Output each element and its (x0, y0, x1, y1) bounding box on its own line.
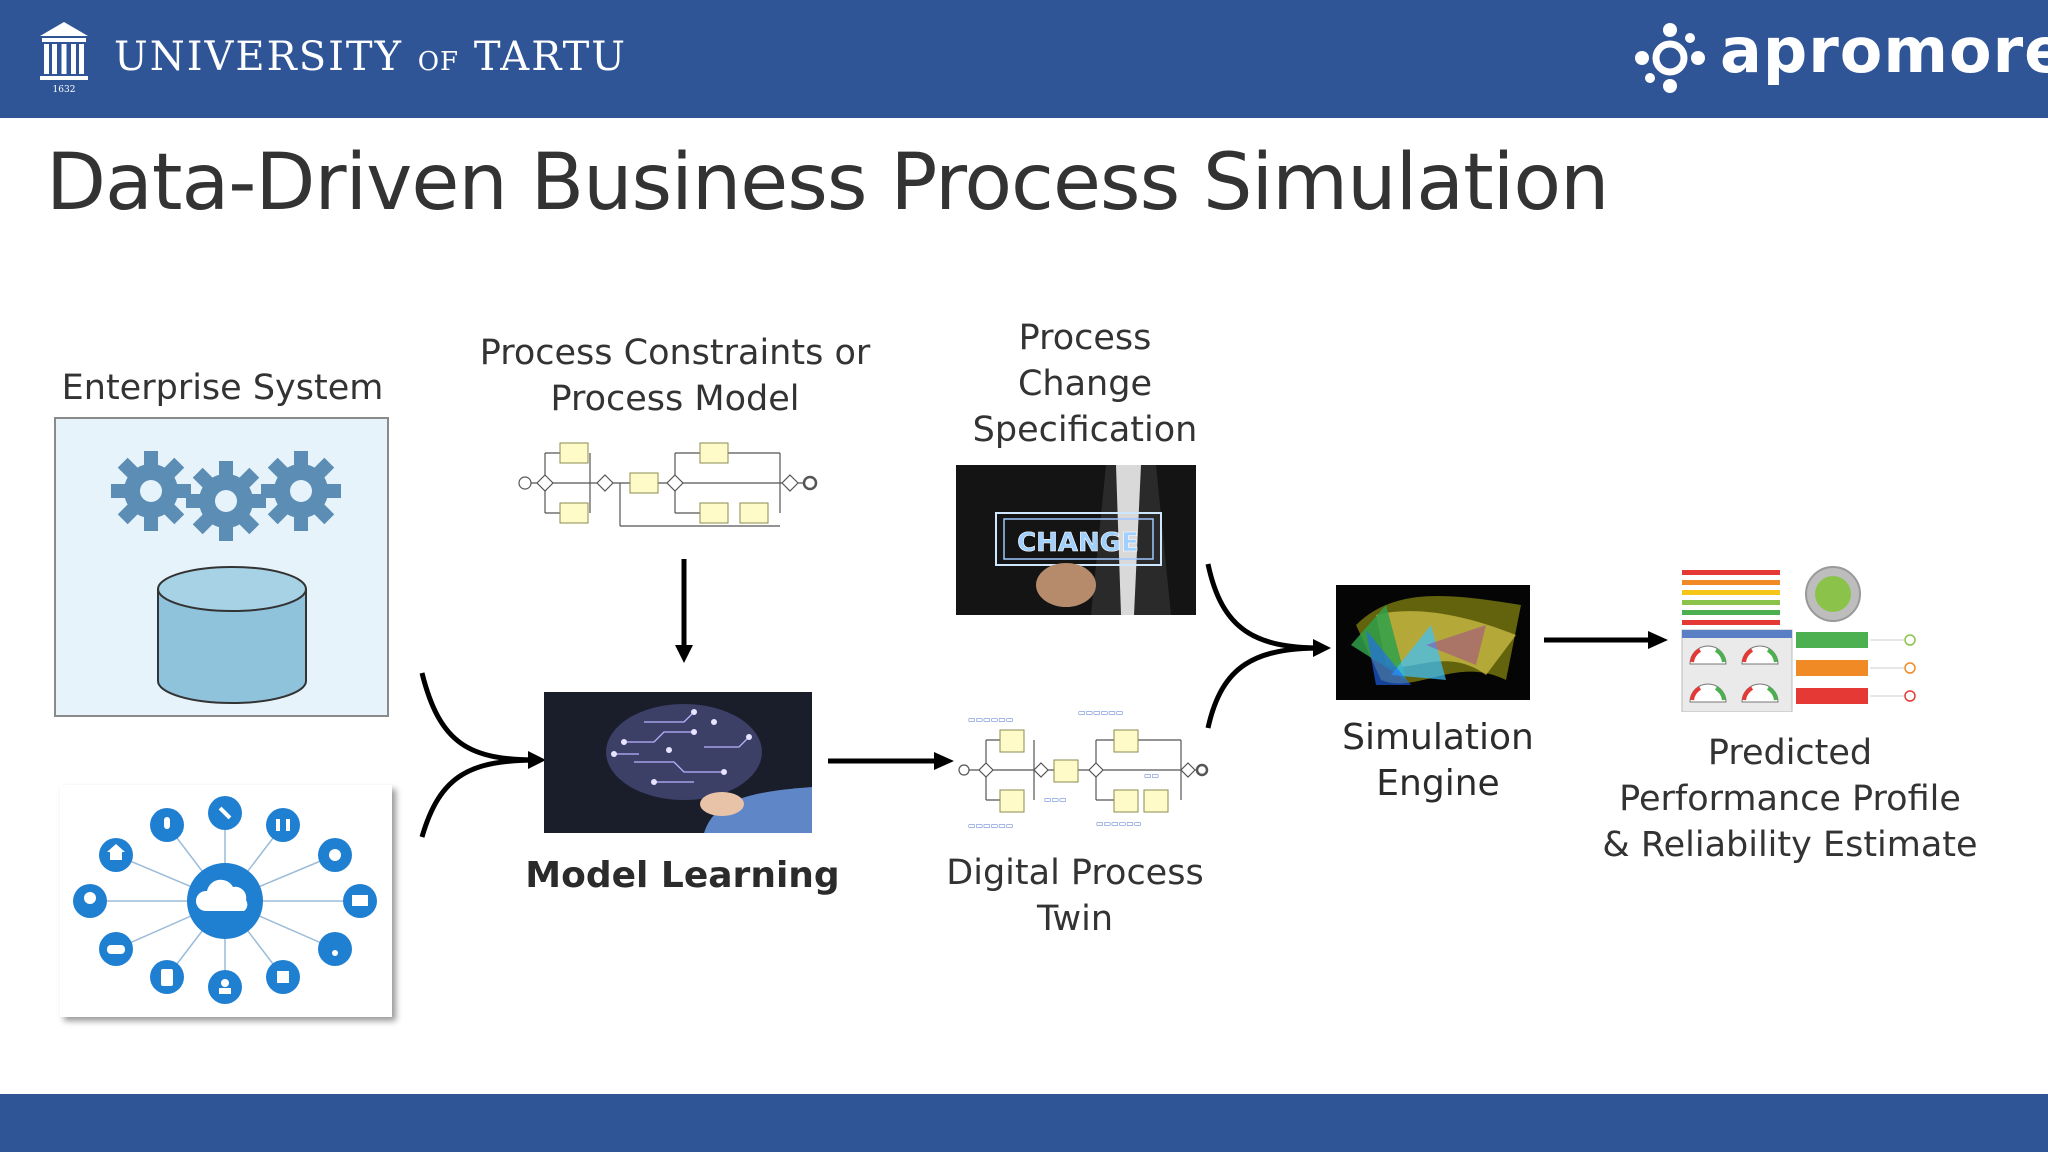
merge-arrow-left (419, 672, 546, 838)
footer-bar (0, 1094, 2048, 1152)
svg-text:▭▭▭▭▭▭: ▭▭▭▭▭▭ (968, 821, 1013, 830)
apromore-brand: apromore (1720, 14, 2048, 87)
slide-title: Data-Driven Business Process Simulation (46, 138, 1609, 228)
model-learning-label: Model Learning (525, 855, 840, 896)
svg-text:▭▭: ▭▭ (1144, 771, 1159, 780)
performance-dashboard-image (1678, 562, 1923, 712)
enterprise-system-image (54, 417, 389, 717)
cloud-icon (195, 879, 248, 911)
predicted-performance-label: Predicted Performance Profile & Reliabil… (1602, 733, 1978, 865)
gear-icon (111, 451, 341, 541)
process-change-label: Process Change Specification (972, 318, 1198, 450)
simulation-engine-image (1336, 585, 1530, 700)
merge-arrow-right (1205, 563, 1331, 729)
heat-bars (1682, 570, 1780, 625)
database-icon (157, 566, 307, 704)
university-year: 1632 (53, 85, 76, 95)
change-image: CHANGE (956, 465, 1196, 615)
process-model-image (515, 433, 820, 533)
model-learning-image (544, 692, 812, 833)
digital-twin-image: ▭▭▭▭▭▭▭▭▭▭▭▭ ▭▭▭▭▭▭▭▭▭▭▭▭ ▭▭▭▭▭ (956, 700, 1211, 835)
process-constraints-label: Process Constraints or Process Model (479, 333, 871, 419)
arrow-icon (1544, 631, 1668, 649)
iot-cloud-image (60, 785, 392, 1017)
enterprise-system-label: Enterprise System (61, 368, 384, 408)
header-bar (0, 0, 2048, 118)
svg-text:▭▭▭▭▭▭: ▭▭▭▭▭▭ (1096, 819, 1141, 828)
svg-text:▭▭▭▭▭▭: ▭▭▭▭▭▭ (1078, 708, 1123, 717)
university-name: UNIVERSITY OF TARTU (114, 34, 627, 80)
apromore-logo-icon (1635, 23, 1705, 93)
digital-twin-label: Digital Process Twin (946, 853, 1204, 939)
arrow-icon (828, 752, 954, 770)
university-building-icon: 1632 (40, 22, 88, 95)
arrow-icon (675, 559, 693, 663)
svg-text:▭▭▭▭▭▭: ▭▭▭▭▭▭ (968, 715, 1013, 724)
change-text: CHANGE (1017, 528, 1139, 558)
svg-text:▭▭▭: ▭▭▭ (1044, 795, 1067, 804)
simulation-engine-label: Simulation Engine (1342, 717, 1534, 804)
